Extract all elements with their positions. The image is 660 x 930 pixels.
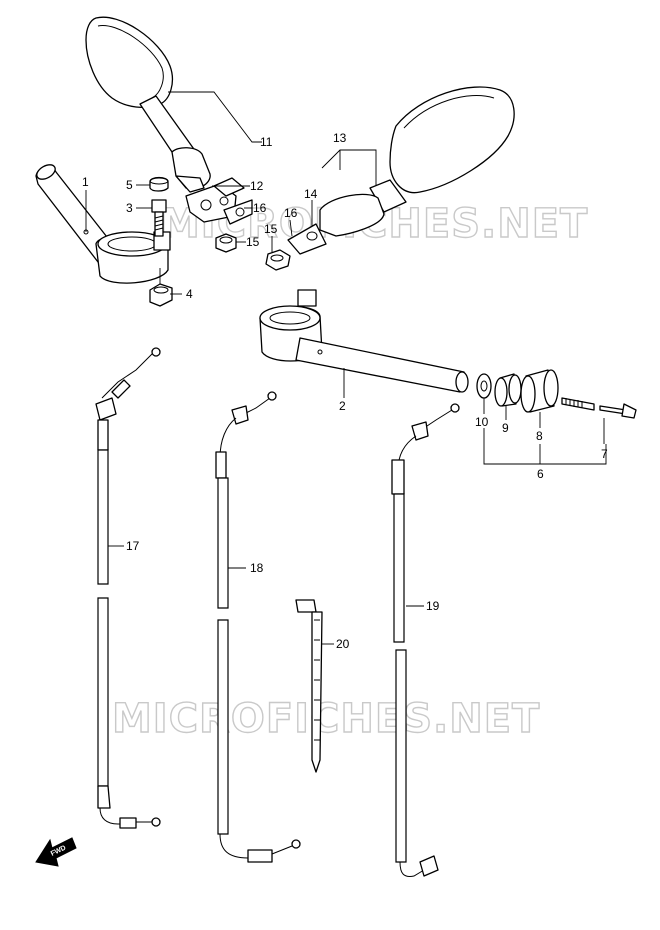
callout-11: 11 — [260, 135, 273, 149]
cap-part-5 — [149, 176, 169, 192]
callout-7: 7 — [601, 447, 608, 461]
fwd-arrow-icon: FWD — [35, 837, 77, 867]
throttle-cable-19 — [391, 403, 460, 877]
callout-15-left: 15 — [246, 235, 260, 249]
callout-14: 14 — [304, 187, 318, 201]
callout-19: 19 — [426, 599, 440, 613]
callout-4: 4 — [186, 287, 193, 301]
callout-2: 2 — [339, 399, 346, 413]
nut-part-4 — [149, 283, 173, 307]
callout-3: 3 — [126, 201, 133, 215]
callout-5: 5 — [126, 178, 133, 192]
nut-part-15-right — [265, 249, 291, 271]
callout-13: 13 — [333, 131, 347, 145]
callout-10: 10 — [475, 415, 489, 429]
callout-12: 12 — [250, 179, 264, 193]
mirror-mount-bracket — [185, 177, 253, 225]
callout-20: 20 — [336, 637, 350, 651]
callout-9: 9 — [502, 421, 509, 435]
washer-part-10 — [476, 373, 492, 399]
nut-part-15-left — [215, 233, 237, 253]
callout-8: 8 — [536, 429, 543, 443]
right-mirror — [287, 86, 515, 255]
callout-16-right: 16 — [284, 206, 298, 220]
callout-labels: 1 2 3 4 5 6 7 8 9 10 11 12 13 14 15 15 1… — [82, 131, 608, 651]
watermark-bottom: MICROFICHES.NET — [112, 696, 540, 742]
weight-part-9 — [494, 373, 522, 407]
cable-clamp-20 — [295, 599, 323, 773]
callout-17: 17 — [126, 539, 140, 553]
callout-15-right: 15 — [264, 222, 278, 236]
bolt-part-7 — [599, 403, 637, 419]
callout-1: 1 — [82, 175, 89, 189]
callout-16-left: 16 — [253, 201, 267, 215]
throttle-cable-17 — [95, 347, 161, 829]
right-handlebar — [259, 289, 469, 393]
bolt-part-bar-end — [561, 397, 595, 411]
bolt-part-3 — [151, 199, 167, 237]
left-mirror — [85, 16, 211, 193]
throttle-cable-18 — [215, 391, 301, 863]
left-handlebar — [35, 164, 171, 284]
callout-6: 6 — [537, 467, 544, 481]
weight-part-8 — [520, 369, 559, 413]
leader-lines — [85, 91, 607, 645]
callout-18: 18 — [250, 561, 264, 575]
